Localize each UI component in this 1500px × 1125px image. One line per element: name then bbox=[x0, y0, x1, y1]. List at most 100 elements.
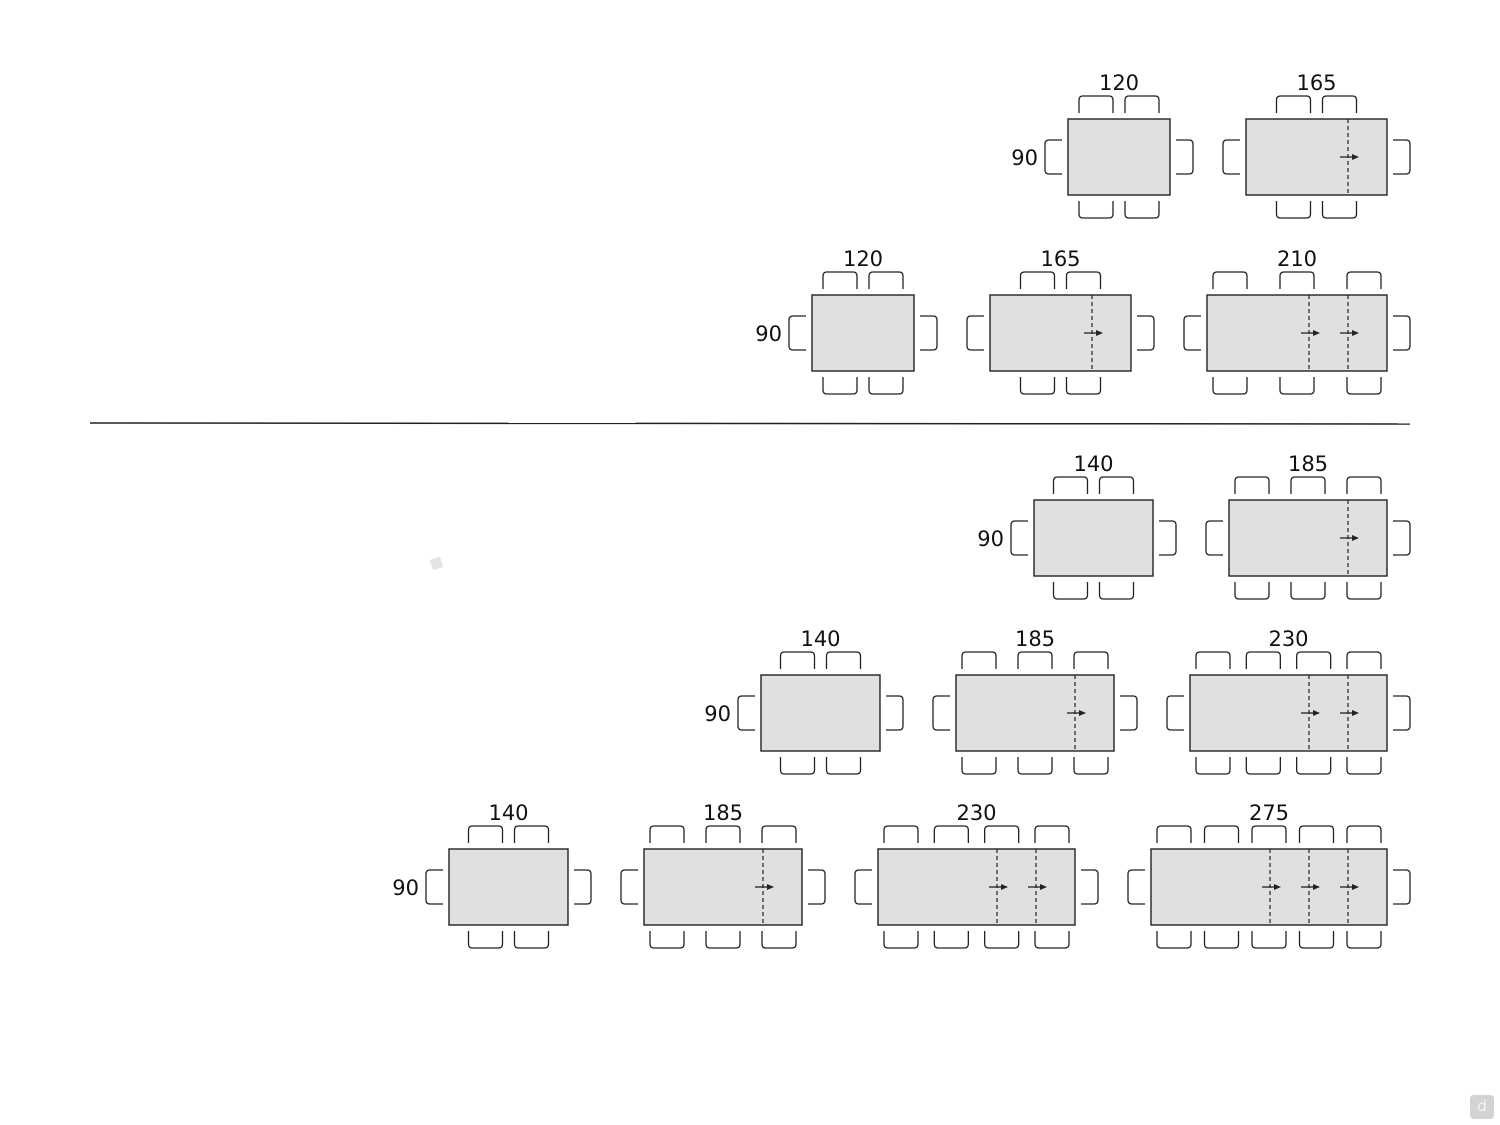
chair-bottom bbox=[1346, 757, 1382, 775]
chair-bottom bbox=[1052, 582, 1089, 600]
chair-left bbox=[425, 869, 443, 905]
length-label: 230 bbox=[1268, 627, 1308, 651]
faint-square-mark bbox=[430, 557, 443, 570]
chair-right bbox=[1393, 695, 1411, 731]
table-230: 230 bbox=[1166, 627, 1411, 775]
extension-arrowhead bbox=[1352, 154, 1359, 160]
length-label: 140 bbox=[1073, 452, 1113, 476]
chair-left bbox=[1183, 315, 1201, 351]
tabletop bbox=[760, 674, 881, 752]
chair-right bbox=[1393, 139, 1411, 175]
chair-bottom bbox=[1346, 582, 1382, 600]
chair-top bbox=[1251, 825, 1287, 843]
chair-bottom bbox=[1251, 931, 1287, 949]
table-165: 165 bbox=[1222, 71, 1411, 219]
chair-bottom bbox=[1234, 582, 1270, 600]
chair-top bbox=[1275, 95, 1312, 113]
extension-arrowhead bbox=[767, 884, 774, 890]
chair-top bbox=[705, 825, 741, 843]
chair-bottom bbox=[933, 931, 969, 949]
chair-bottom bbox=[779, 757, 816, 775]
chair-bottom bbox=[883, 931, 919, 949]
chair-top bbox=[1212, 271, 1248, 289]
extension-arrowhead bbox=[1352, 330, 1359, 336]
chair-top bbox=[467, 825, 504, 843]
chair-top bbox=[1234, 476, 1270, 494]
chair-top bbox=[1098, 476, 1135, 494]
chair-right bbox=[1120, 695, 1138, 731]
chair-top bbox=[984, 825, 1020, 843]
chair-bottom bbox=[1124, 201, 1160, 219]
chair-left bbox=[1044, 139, 1062, 175]
extension-arrowhead bbox=[1096, 330, 1103, 336]
chair-right bbox=[1081, 869, 1099, 905]
chair-right bbox=[574, 869, 592, 905]
chair-bottom bbox=[984, 931, 1020, 949]
chair-bottom bbox=[961, 757, 997, 775]
chair-top bbox=[1346, 651, 1382, 669]
chair-top bbox=[1034, 825, 1070, 843]
chair-top bbox=[1346, 476, 1382, 494]
chair-right bbox=[920, 315, 938, 351]
chair-top bbox=[779, 651, 816, 669]
chair-bottom bbox=[1298, 931, 1335, 949]
tabletop bbox=[1033, 499, 1154, 577]
length-label: 185 bbox=[1015, 627, 1055, 651]
length-label: 165 bbox=[1296, 71, 1336, 95]
chair-top bbox=[1065, 271, 1102, 289]
extension-arrowhead bbox=[1001, 884, 1008, 890]
table-185: 185 bbox=[1205, 452, 1411, 600]
chair-right bbox=[1393, 869, 1411, 905]
extension-arrowhead bbox=[1040, 884, 1047, 890]
chair-top bbox=[1279, 271, 1315, 289]
chair-top bbox=[1156, 825, 1192, 843]
chair-top bbox=[513, 825, 550, 843]
chair-bottom bbox=[868, 377, 904, 395]
length-label: 185 bbox=[703, 801, 743, 825]
chair-right bbox=[808, 869, 826, 905]
extension-arrowhead bbox=[1313, 884, 1320, 890]
chair-top bbox=[1124, 95, 1160, 113]
chair-top bbox=[1017, 651, 1053, 669]
table-230: 230 bbox=[854, 801, 1099, 949]
chair-top bbox=[649, 825, 685, 843]
chair-top bbox=[1073, 651, 1109, 669]
chair-top bbox=[883, 825, 919, 843]
chair-top bbox=[1078, 95, 1114, 113]
chair-bottom bbox=[1212, 377, 1248, 395]
depth-label: 90 bbox=[704, 702, 731, 726]
chair-right bbox=[1137, 315, 1155, 351]
chair-bottom bbox=[1279, 377, 1315, 395]
chair-top bbox=[1298, 825, 1335, 843]
table-185: 185 bbox=[620, 801, 826, 949]
length-label: 210 bbox=[1277, 247, 1317, 271]
extension-arrowhead bbox=[1352, 710, 1359, 716]
chair-bottom bbox=[1078, 201, 1114, 219]
chair-right bbox=[1176, 139, 1194, 175]
chair-left bbox=[1222, 139, 1240, 175]
extension-arrowhead bbox=[1274, 884, 1281, 890]
length-label: 230 bbox=[956, 801, 996, 825]
length-label: 275 bbox=[1249, 801, 1289, 825]
chair-top bbox=[1346, 271, 1382, 289]
chair-bottom bbox=[649, 931, 685, 949]
chair-bottom bbox=[1245, 757, 1281, 775]
chair-bottom bbox=[1098, 582, 1135, 600]
chair-bottom bbox=[1073, 757, 1109, 775]
chair-bottom bbox=[825, 757, 862, 775]
tabletop bbox=[1245, 118, 1388, 196]
chair-bottom bbox=[1017, 757, 1053, 775]
chair-right bbox=[886, 695, 904, 731]
chair-top bbox=[1245, 651, 1281, 669]
length-label: 140 bbox=[488, 801, 528, 825]
chair-left bbox=[966, 315, 984, 351]
chair-top bbox=[761, 825, 797, 843]
chair-bottom bbox=[1346, 931, 1382, 949]
chair-left bbox=[1205, 520, 1223, 556]
chair-top bbox=[1290, 476, 1326, 494]
